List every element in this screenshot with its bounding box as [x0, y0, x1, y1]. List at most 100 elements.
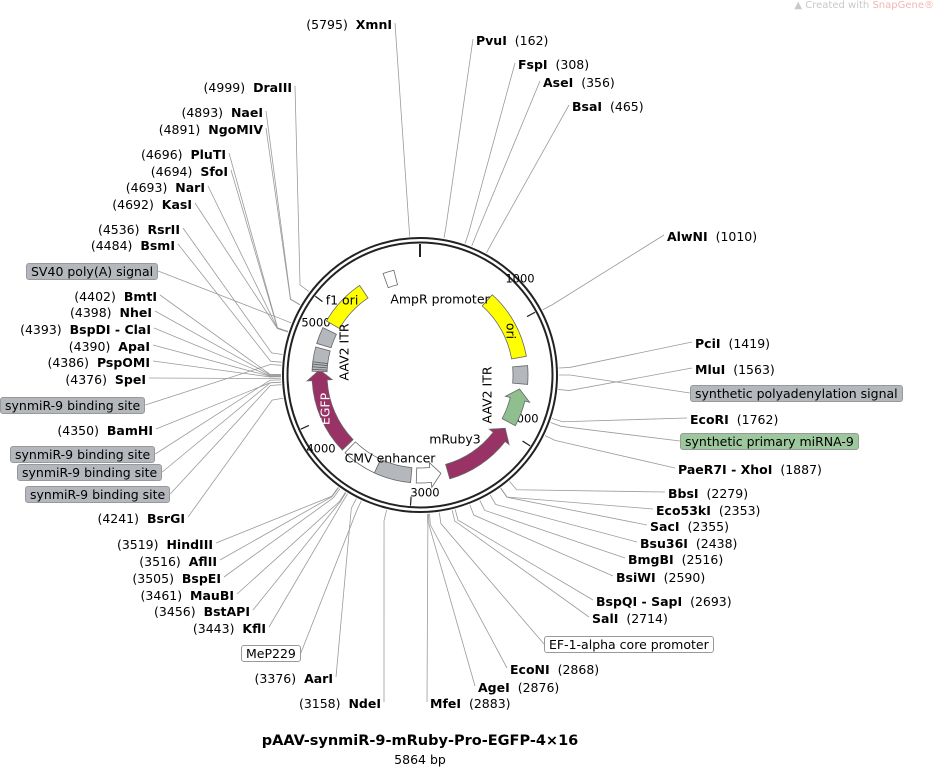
synmir-box-1[interactable]: [312, 346, 331, 365]
enzyme-site-kasi[interactable]: (4692) KasI: [112, 197, 192, 212]
enzyme-position: (4393): [20, 322, 70, 337]
enzyme-site-bamhi[interactable]: (4350) BamHI: [57, 423, 153, 438]
enzyme-site-eco53ki[interactable]: Eco53kI (2353): [656, 503, 760, 518]
feature-label-ef-1-alpha-core-promoter[interactable]: EF-1-alpha core promoter: [544, 636, 714, 653]
enzyme-site-bspdi-clai[interactable]: (4393) BspDI - ClaI: [20, 322, 151, 337]
enzyme-site-bsmi[interactable]: (4484) BsmI: [91, 238, 175, 253]
leader-line: [383, 509, 388, 703]
enzyme-site-bsu36i[interactable]: Bsu36I (2438): [640, 536, 737, 551]
enzyme-site-pvui[interactable]: PvuI (162): [476, 33, 548, 48]
enzyme-position: (2883): [461, 696, 511, 711]
tick-line: [522, 440, 531, 447]
enzyme-position: (2355): [679, 519, 730, 534]
enzyme-position: (2714): [618, 611, 668, 626]
enzyme-site-ecori[interactable]: EcoRI (1762): [690, 412, 778, 427]
enzyme-site-ndei[interactable]: (3158) NdeI: [299, 696, 381, 711]
leader-line: [394, 22, 411, 237]
feature-label-sv40-poly-a-signal[interactable]: SV40 poly(A) signal: [26, 263, 159, 280]
cmv-enhancer-box[interactable]: [344, 441, 382, 474]
label-aav2-itr-left: AAV2 ITR: [337, 323, 352, 380]
enzyme-site-aflii[interactable]: (3516) AflII: [139, 554, 217, 569]
enzyme-position: (4891): [158, 122, 209, 137]
enzyme-position: (4390): [68, 339, 119, 354]
enzyme-site-rsrii[interactable]: (4536) RsrII: [98, 222, 180, 237]
enzyme-site-spei[interactable]: (4376) SpeI: [65, 372, 146, 387]
mirna-arrow[interactable]: [501, 388, 531, 427]
enzyme-site-saci[interactable]: SacI (2355): [650, 519, 729, 534]
enzyme-site-maubi[interactable]: (3461) MauBI: [141, 588, 234, 603]
feature-label-synmir-9-binding-site[interactable]: synmiR-9 binding site: [17, 464, 163, 481]
feature-label-synmir-9-binding-site[interactable]: synmiR-9 binding site: [0, 397, 146, 414]
enzyme-site-alwni[interactable]: AlwNI (1010): [667, 229, 757, 244]
enzyme-site-pcii[interactable]: PciI (1419): [695, 336, 770, 351]
aav2-itr-right-box[interactable]: [512, 365, 529, 385]
aav2-itr-left-box[interactable]: [316, 327, 337, 349]
enzyme-site-bsai[interactable]: BsaI (465): [572, 99, 644, 114]
feature-label-synthetic-polyadenylation-signal[interactable]: synthetic polyadenylation signal: [690, 385, 903, 402]
enzyme-position: (3443): [192, 621, 243, 636]
enzyme-site-sfoi[interactable]: (4694) SfoI: [151, 164, 228, 179]
enzyme-site-xmni[interactable]: (5795) XmnI: [306, 17, 392, 32]
ori-arc[interactable]: [481, 294, 527, 360]
enzyme-site-sali[interactable]: SalI (2714): [592, 611, 668, 626]
enzyme-site-naei[interactable]: (4893) NaeI: [181, 105, 263, 120]
egfp-arrow[interactable]: [306, 369, 354, 451]
leader-line: [177, 243, 282, 363]
enzyme-site-pspomi[interactable]: (4386) PspOMI: [47, 355, 150, 370]
feature-label-mep229[interactable]: MeP229: [241, 645, 301, 662]
enzyme-site-bstapi[interactable]: (3456) BstAPI: [154, 604, 250, 619]
enzyme-site-apai[interactable]: (4390) ApaI: [69, 339, 150, 354]
enzyme-position: (4694): [150, 164, 201, 179]
credit-prefix: Created with: [805, 0, 870, 11]
enzyme-site-pluti[interactable]: (4696) PluTI: [141, 147, 226, 162]
feature-label-synmir-9-binding-site[interactable]: synmiR-9 binding site: [25, 486, 171, 503]
enzyme-name: FspI: [518, 57, 548, 72]
tick-line: [409, 496, 412, 506]
enzyme-site-hindiii[interactable]: (3519) HindIII: [117, 537, 213, 552]
leader-line: [335, 498, 357, 678]
enzyme-site-bbsi[interactable]: BbsI (2279): [668, 486, 748, 501]
f1-ori-arc[interactable]: [325, 284, 369, 330]
enzyme-site-nari[interactable]: (4693) NarI: [126, 180, 205, 195]
mruby3-arrow[interactable]: [445, 427, 510, 480]
enzyme-site-mlui[interactable]: MluI (1563): [695, 362, 775, 377]
leader-line: [152, 344, 282, 377]
enzyme-site-bmti[interactable]: (4402) BmtI: [74, 289, 157, 304]
enzyme-site-paer7i-xhoi[interactable]: PaeR7I - XhoI (1887): [678, 462, 822, 477]
plasmid-size: 5864 bp: [394, 752, 446, 767]
enzyme-site-bsiwi[interactable]: BsiWI (2590): [616, 570, 705, 585]
leader-line: [152, 360, 282, 378]
promoter-arrow[interactable]: [415, 461, 442, 489]
enzyme-site-aari[interactable]: (3376) AarI: [255, 671, 333, 686]
binding-site-stripe: [312, 366, 328, 369]
leader-line: [542, 234, 665, 311]
leader-line: [489, 494, 638, 543]
enzyme-position: (2868): [549, 662, 600, 677]
enzyme-site-fspi[interactable]: FspI (308): [518, 57, 589, 72]
enzyme-site-nhei[interactable]: (4398) NheI: [70, 305, 152, 320]
enzyme-site-bmgbi[interactable]: BmgBI (2516): [628, 552, 723, 567]
ampr-promoter-box[interactable]: [382, 269, 398, 289]
enzyme-site-draiii[interactable]: (4999) DraIII: [204, 80, 292, 95]
leader-line: [558, 341, 693, 369]
enzyme-site-mfei[interactable]: MfeI (2883): [430, 696, 511, 711]
label-aav2-itr-right: AAV2 ITR: [480, 366, 495, 423]
enzyme-name: EcoRI: [690, 412, 729, 427]
enzyme-site-bspei[interactable]: (3505) BspEI: [132, 571, 221, 586]
leader-line: [544, 435, 676, 469]
enzyme-site-asei[interactable]: AseI (356): [543, 75, 615, 90]
feature-label-synthetic-primary-mirna-9[interactable]: synthetic primary miRNA-9: [680, 433, 859, 450]
leader-line: [252, 492, 347, 611]
enzyme-site-bsrgi[interactable]: (4241) BsrGI: [97, 511, 185, 526]
enzyme-site-kfli[interactable]: (3443) KflI: [193, 621, 266, 636]
enzyme-position: (3516): [139, 554, 189, 569]
enzyme-position: (4999): [203, 80, 254, 95]
enzyme-site-agei[interactable]: AgeI (2876): [478, 680, 559, 695]
enzyme-site-bspqi-sapi[interactable]: BspQI - SapI (2693): [596, 594, 732, 609]
feature-label-synmir-9-binding-site[interactable]: synmiR-9 binding site: [10, 446, 156, 463]
enzyme-site-econi[interactable]: EcoNI (2868): [510, 662, 599, 677]
enzyme-site-ngomiv[interactable]: (4891) NgoMIV: [159, 122, 263, 137]
enzyme-name: AgeI: [478, 680, 510, 695]
